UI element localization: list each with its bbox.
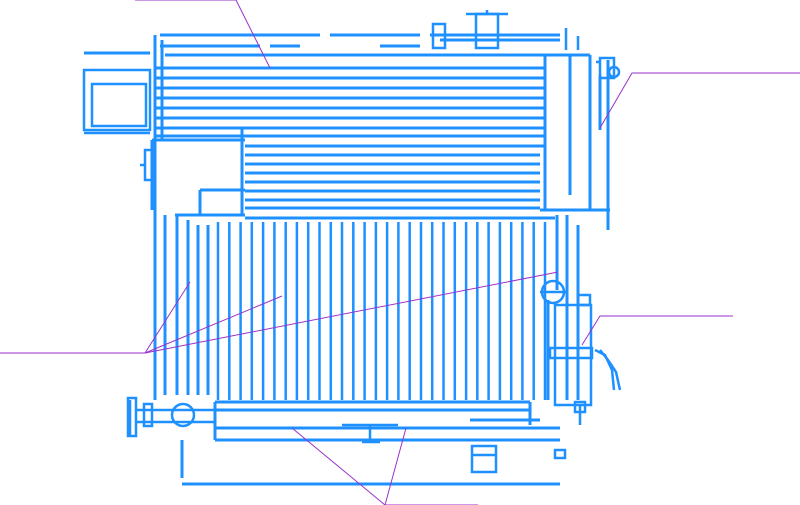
right-burner-door bbox=[548, 293, 622, 425]
right-lower-drum bbox=[540, 279, 566, 305]
mid-tube-bank bbox=[245, 153, 540, 210]
bottom-inspection-box bbox=[470, 444, 567, 474]
leader-bottom-1 bbox=[291, 427, 478, 505]
top-header-pipes bbox=[84, 33, 590, 57]
bottom-t-fixture bbox=[342, 423, 398, 444]
leader-left-2 bbox=[144, 281, 191, 354]
left-side-valve bbox=[140, 148, 155, 182]
outer-casing bbox=[150, 35, 610, 400]
left-wall-tubes bbox=[163, 215, 210, 395]
vertical-tube-bank bbox=[216, 222, 547, 400]
bottom-mud-drum bbox=[126, 396, 215, 438]
leader-left-4 bbox=[144, 271, 559, 354]
bottom-grate bbox=[180, 400, 560, 486]
leader-top bbox=[135, 0, 271, 69]
right-header-fitting bbox=[596, 56, 621, 80]
right-wall-tubes bbox=[546, 215, 580, 400]
upper-tube-bank bbox=[155, 66, 545, 148]
left-inspection-box bbox=[82, 68, 152, 135]
leader-right-mid bbox=[581, 315, 733, 346]
leader-right-top bbox=[599, 72, 800, 129]
top-valve-fitting bbox=[431, 10, 580, 50]
leader-left-3 bbox=[144, 295, 283, 354]
leader-bottom-2 bbox=[384, 427, 407, 505]
